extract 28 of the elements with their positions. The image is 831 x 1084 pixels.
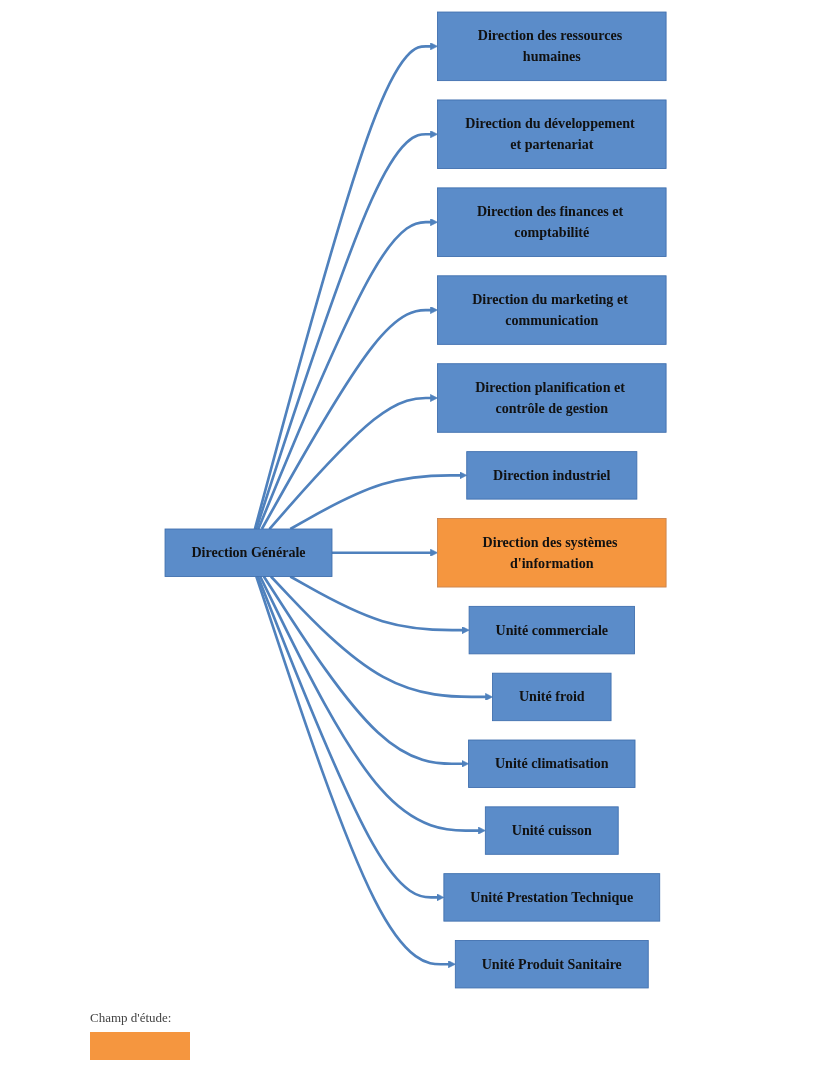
node-box: Unité Prestation Technique — [443, 873, 661, 922]
arrow — [254, 130, 438, 530]
node-box: Direction Générale — [164, 528, 333, 577]
node-box: Unité climatisation — [468, 739, 636, 788]
arrow — [256, 576, 445, 902]
node-box: Direction industriel — [466, 451, 638, 500]
node-box: Unité cuisson — [484, 806, 619, 855]
node-box: Direction planification et contrôle de gestion — [437, 363, 667, 433]
node-box: Unité Produit Sanitaire — [454, 940, 649, 989]
arrow — [258, 575, 486, 835]
node-box: Direction du développement et partenariat — [437, 99, 667, 169]
arrow — [269, 575, 493, 701]
node-box: Unité commerciale — [468, 605, 635, 655]
arrow — [257, 218, 438, 530]
arrow — [260, 306, 438, 530]
arrow — [253, 42, 438, 530]
arrow — [262, 575, 469, 768]
arrow — [289, 575, 470, 634]
arrow — [289, 471, 467, 531]
node-box: Direction des ressources humaines — [437, 11, 667, 82]
arrow — [331, 548, 438, 557]
node-box: Direction des finances et comptabilité — [437, 187, 667, 257]
arrow — [268, 394, 438, 530]
node-box: Direction du marketing et communication — [437, 275, 667, 345]
node-box: Unité froid — [492, 672, 612, 722]
legend-text: Champ d'étude: — [90, 1010, 173, 1026]
arrow — [255, 576, 456, 969]
node-box: Direction des systèmes d'information — [437, 518, 667, 588]
